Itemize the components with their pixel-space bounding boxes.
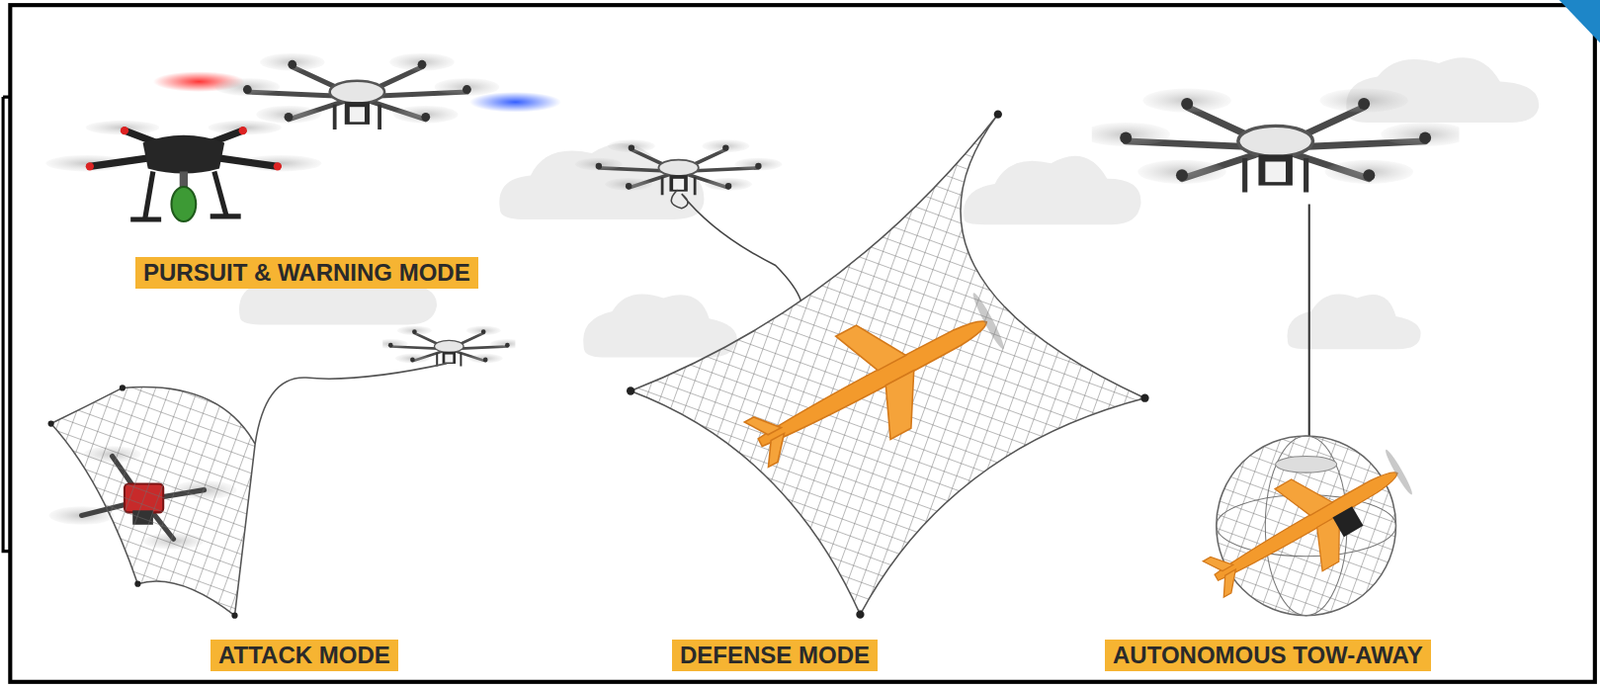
corner-accent	[1559, 0, 1600, 43]
mode-label: PURSUIT & WARNING MODE	[135, 256, 479, 289]
mode-label: DEFENSE MODE	[672, 639, 878, 672]
mode-label: ATTACK MODE	[210, 639, 399, 672]
defense-scene	[575, 110, 1150, 619]
mode-label-text: ATTACK MODE	[218, 641, 391, 669]
tow-scene	[1081, 87, 1469, 620]
mode-label-text: DEFENSE MODE	[679, 641, 870, 669]
frame	[9, 4, 1596, 682]
mode-label: AUTONOMOUS TOW-AWAY	[1104, 639, 1432, 672]
mode-label-text: PURSUIT & WARNING MODE	[143, 258, 471, 286]
attack-scene	[48, 326, 525, 619]
mode-label-text: AUTONOMOUS TOW-AWAY	[1112, 641, 1424, 669]
pursuit-drones	[45, 53, 561, 222]
frame-stub	[2, 96, 10, 552]
